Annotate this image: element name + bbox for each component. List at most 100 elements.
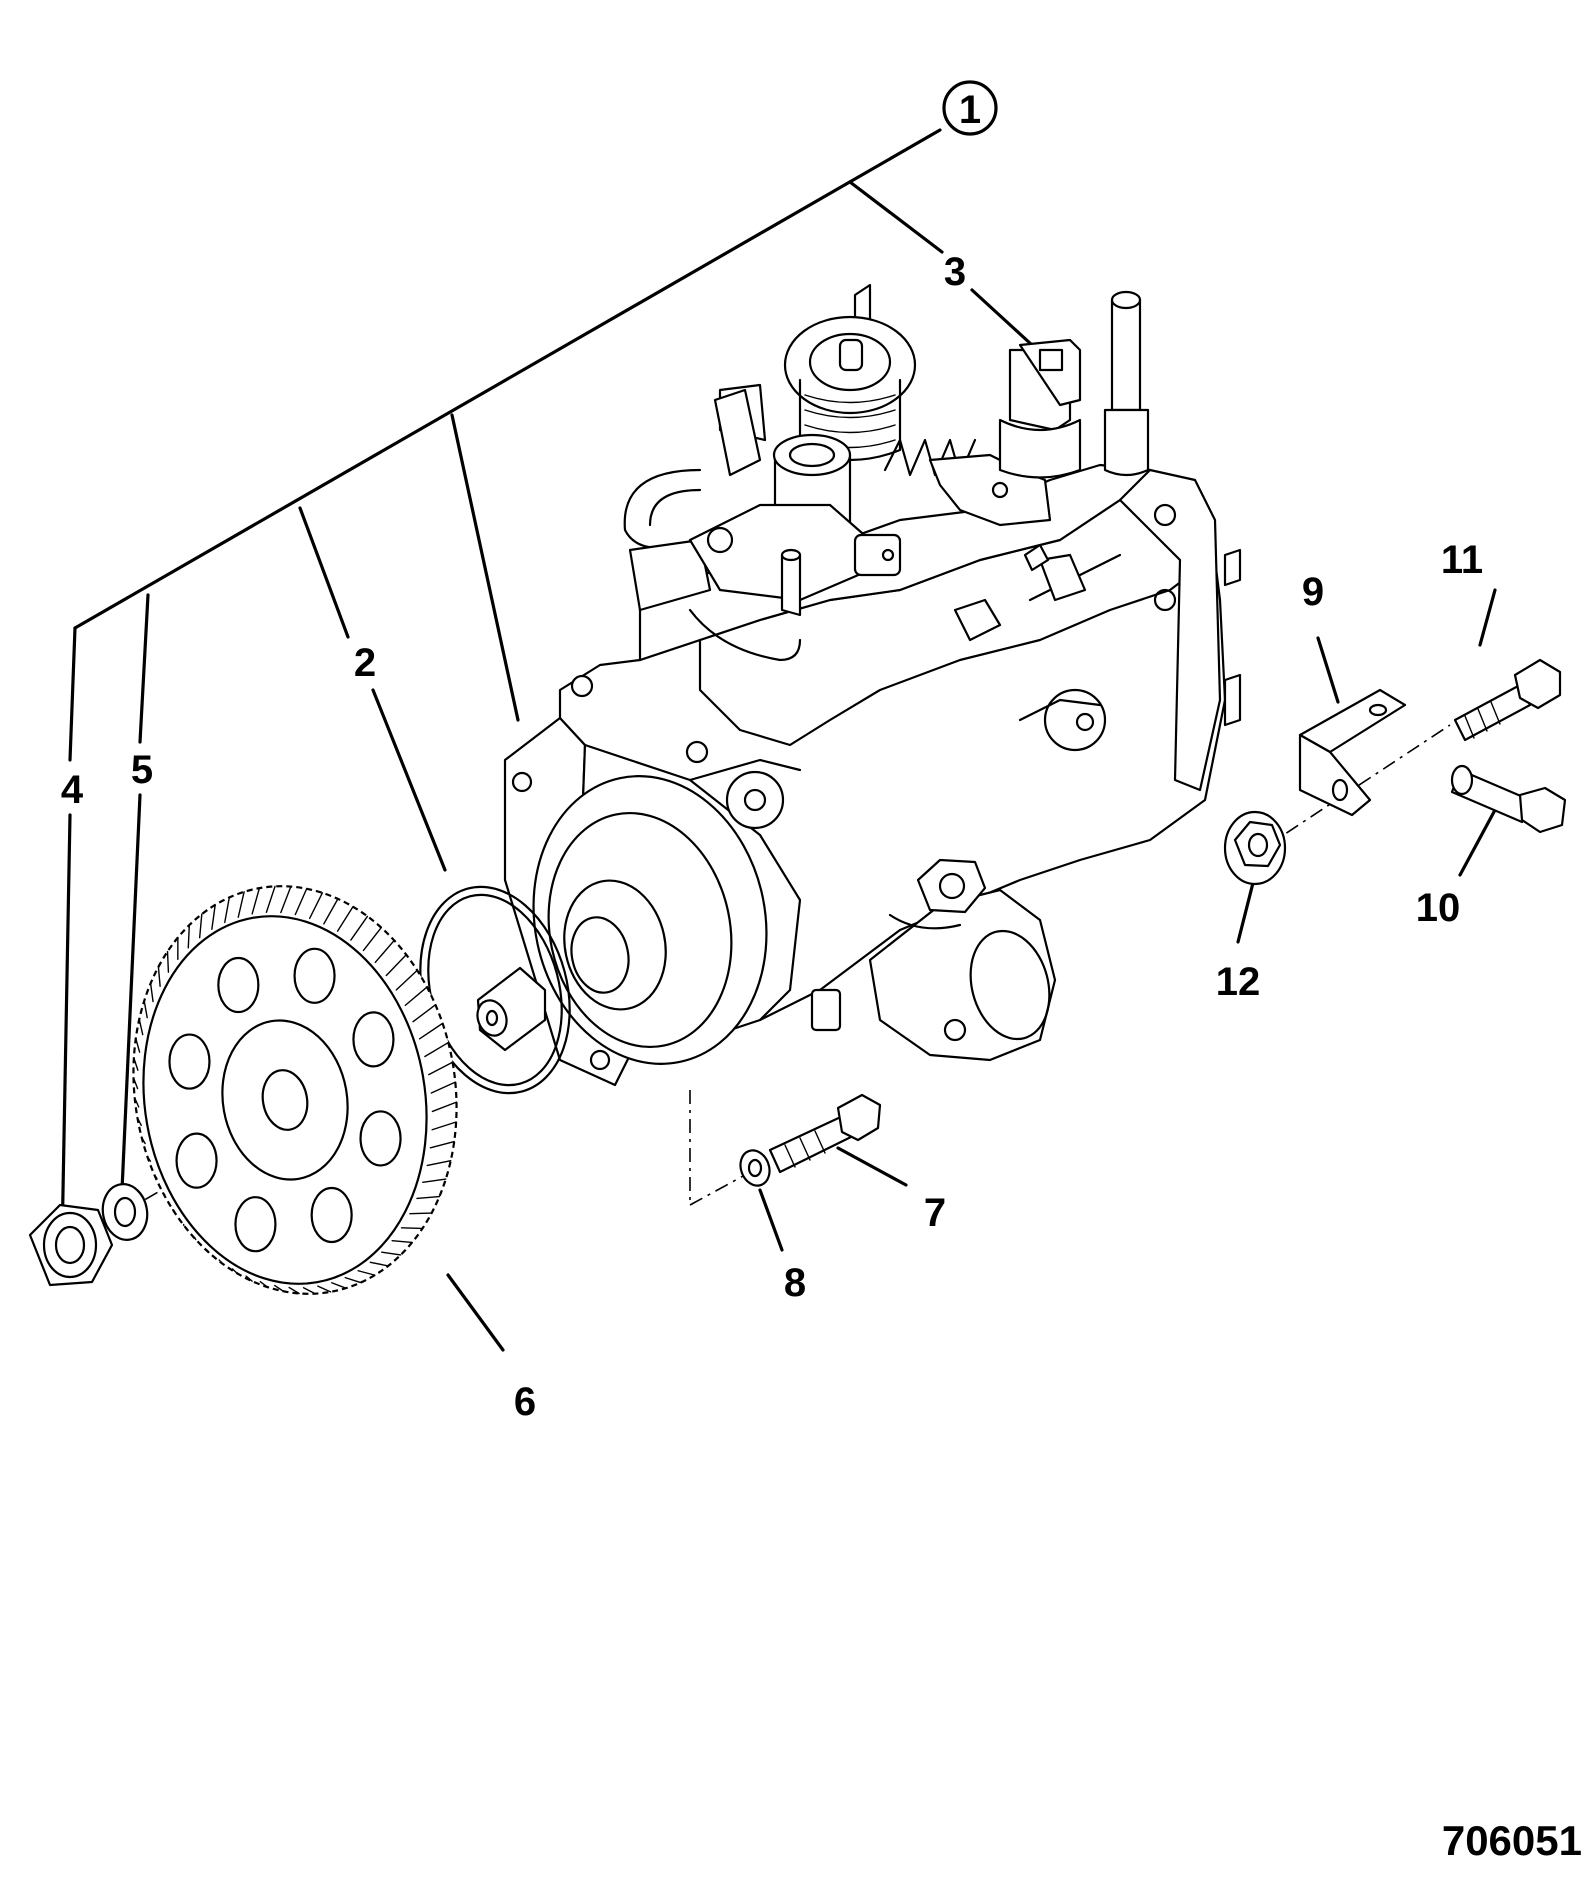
gear-tooth — [153, 1174, 158, 1179]
gear-lightening-holes — [168, 947, 402, 1253]
gear-tooth — [400, 1227, 424, 1230]
gear-tooth — [187, 924, 191, 949]
gear-tooth — [395, 969, 418, 991]
gear-tooth — [224, 896, 231, 924]
gear-tooth — [198, 913, 203, 939]
gear-hole — [168, 1033, 211, 1090]
gear-hole — [217, 956, 260, 1014]
gear-tooth — [416, 1195, 441, 1200]
flange-nut-12 — [1223, 810, 1287, 886]
gear-tooth — [162, 1192, 166, 1196]
gear-tooth — [302, 1287, 316, 1295]
gear-tooth — [430, 1081, 456, 1094]
gear-tooth — [132, 1077, 139, 1090]
injection-pump-body — [476, 463, 1227, 1087]
gear-tooth — [138, 1018, 144, 1036]
gear-tooth — [143, 1000, 148, 1019]
gear-tooth — [134, 1097, 140, 1108]
callout-7-label: 7 — [924, 1191, 946, 1235]
gear-tooth — [418, 1022, 444, 1040]
gear-tooth — [157, 966, 161, 988]
gear-tooth — [259, 1280, 269, 1288]
gear-tooth — [237, 891, 245, 918]
gear-tooth — [205, 1248, 210, 1254]
callout-6-label: 6 — [514, 1380, 536, 1424]
callout-1: 1 — [942, 80, 998, 136]
gear-tooth — [294, 888, 308, 916]
gear-tooth — [357, 1270, 376, 1276]
callout-12-label: 12 — [1216, 960, 1261, 1004]
gear-tooth — [428, 1061, 454, 1076]
bracket-9 — [1298, 688, 1407, 817]
gear-tooth — [374, 939, 395, 964]
gear-tooth — [381, 1251, 402, 1256]
gear-hole — [359, 1110, 402, 1167]
callout-1-circle — [942, 80, 998, 136]
callout-8-label: 8 — [784, 1261, 806, 1305]
gear-tooth — [426, 1159, 452, 1167]
gear-tooth — [136, 1117, 142, 1127]
callout-11-label: 11 — [1441, 538, 1483, 582]
callout-3-label: 3 — [944, 250, 966, 294]
callout-9-label: 9 — [1302, 570, 1324, 614]
gear-tooth — [323, 898, 339, 925]
gear-tooth — [331, 1282, 347, 1289]
gear-hole — [293, 947, 336, 1004]
washer-8 — [739, 1149, 771, 1187]
gear-hole — [352, 1011, 395, 1068]
gear-tooth — [369, 1261, 389, 1267]
gear-tooth — [309, 892, 324, 920]
gear-tooth — [251, 887, 261, 915]
gear-tooth — [149, 982, 154, 1003]
gear-tooth — [193, 1236, 197, 1241]
gear-tooth — [211, 904, 216, 930]
gear-tooth — [231, 1268, 238, 1274]
leader-lines — [60, 128, 1497, 1352]
gear-tooth — [265, 885, 276, 913]
gear-hole — [310, 1186, 353, 1244]
figure-number: 706051 — [1442, 1817, 1582, 1864]
gear-tooth — [245, 1275, 253, 1282]
gear-tooth — [166, 950, 170, 973]
gear-tooth — [280, 885, 292, 914]
gear-tooth — [431, 1121, 457, 1131]
gear-teeth — [132, 885, 458, 1295]
washer-5 — [101, 1183, 149, 1241]
gear-tooth — [385, 954, 407, 977]
gear-tooth — [288, 1286, 300, 1295]
gear-tooth — [409, 1212, 433, 1215]
gear-tooth — [424, 1041, 450, 1058]
gear-tooth — [404, 986, 428, 1007]
gear-tooth — [350, 915, 369, 941]
callout-10-label: 10 — [1416, 886, 1461, 930]
gear-tooth — [146, 1155, 152, 1162]
callout-5-label: 5 — [131, 748, 153, 792]
gear-tooth — [412, 1004, 437, 1023]
gear-tooth — [133, 1057, 139, 1071]
gear-tooth — [344, 1276, 362, 1284]
gear-tooth — [218, 1259, 224, 1265]
gear-tooth — [362, 926, 382, 952]
gear-tooth — [336, 906, 354, 932]
gear-tooth — [391, 1239, 413, 1244]
callout-4-label: 4 — [61, 768, 84, 812]
callout-2-label: 2 — [354, 641, 376, 685]
callout-1-label: 1 — [959, 88, 981, 132]
bolt-11 — [1453, 658, 1562, 742]
gear-tooth — [317, 1285, 332, 1293]
gear-tooth — [429, 1140, 455, 1149]
pump-top-components — [570, 283, 1242, 764]
hex-nut-4 — [28, 1203, 114, 1287]
gear-hole — [234, 1196, 277, 1253]
gear-hole — [175, 1132, 218, 1189]
bolt-7 — [768, 1093, 882, 1174]
bolt-10 — [1450, 764, 1567, 834]
gear-tooth — [135, 1037, 141, 1053]
gear-tooth — [140, 1136, 146, 1145]
gear-tooth — [273, 1284, 285, 1292]
gear-tooth — [422, 1178, 447, 1184]
gear-tooth — [431, 1101, 458, 1113]
drive-gear — [132, 885, 458, 1295]
